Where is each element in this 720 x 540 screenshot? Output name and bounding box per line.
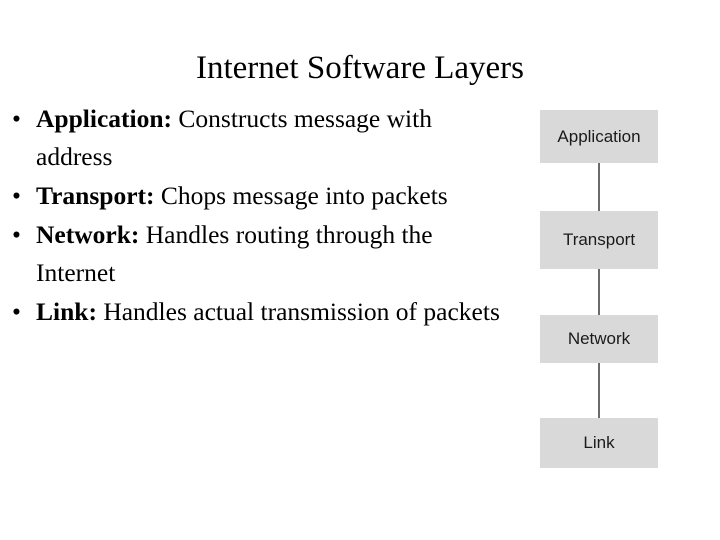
list-item-term: Link: — [36, 297, 97, 326]
bullet-marker-icon: • — [12, 297, 21, 326]
page-title: Internet Software Layers — [195, 50, 525, 87]
list-item-text: Handles routing through the Internet — [36, 220, 433, 287]
diagram-box-link: Link — [540, 418, 658, 468]
diagram-box-network: Network — [540, 315, 658, 363]
bullet-list: • Application: Constructs message with a… — [8, 100, 506, 332]
bullet-marker-icon: • — [12, 220, 21, 249]
list-item: • Link: Handles actual transmission of p… — [8, 293, 506, 331]
diagram-box-application: Application — [540, 110, 658, 163]
list-item: • Transport: Chops message into packets — [8, 177, 506, 215]
diagram-box-label: Transport — [562, 230, 636, 249]
list-item-term: Application: — [36, 104, 173, 133]
list-item-text: Handles actual transmission of packets — [96, 297, 500, 326]
diagram-connector-line — [598, 163, 600, 211]
list-item-text: Chops message into packets — [154, 181, 448, 210]
diagram-box-transport: Transport — [540, 211, 658, 269]
list-item-text: Constructs message with address — [36, 104, 432, 171]
list-item-term: Transport: — [36, 181, 155, 210]
bullet-marker-icon: • — [12, 181, 21, 210]
list-item: • Network: Handles routing through the I… — [8, 216, 506, 292]
diagram-box-label: Application — [557, 126, 641, 146]
diagram-connector-line — [598, 269, 600, 315]
bullet-marker-icon: • — [12, 104, 21, 133]
diagram-box-label: Link — [583, 433, 615, 452]
list-item: • Application: Constructs message with a… — [8, 100, 506, 176]
layer-stack-diagram: Application Transport Network Link — [540, 110, 658, 468]
diagram-connector-line — [598, 363, 600, 418]
list-item-term: Network: — [36, 220, 140, 249]
diagram-box-label: Network — [567, 329, 631, 348]
